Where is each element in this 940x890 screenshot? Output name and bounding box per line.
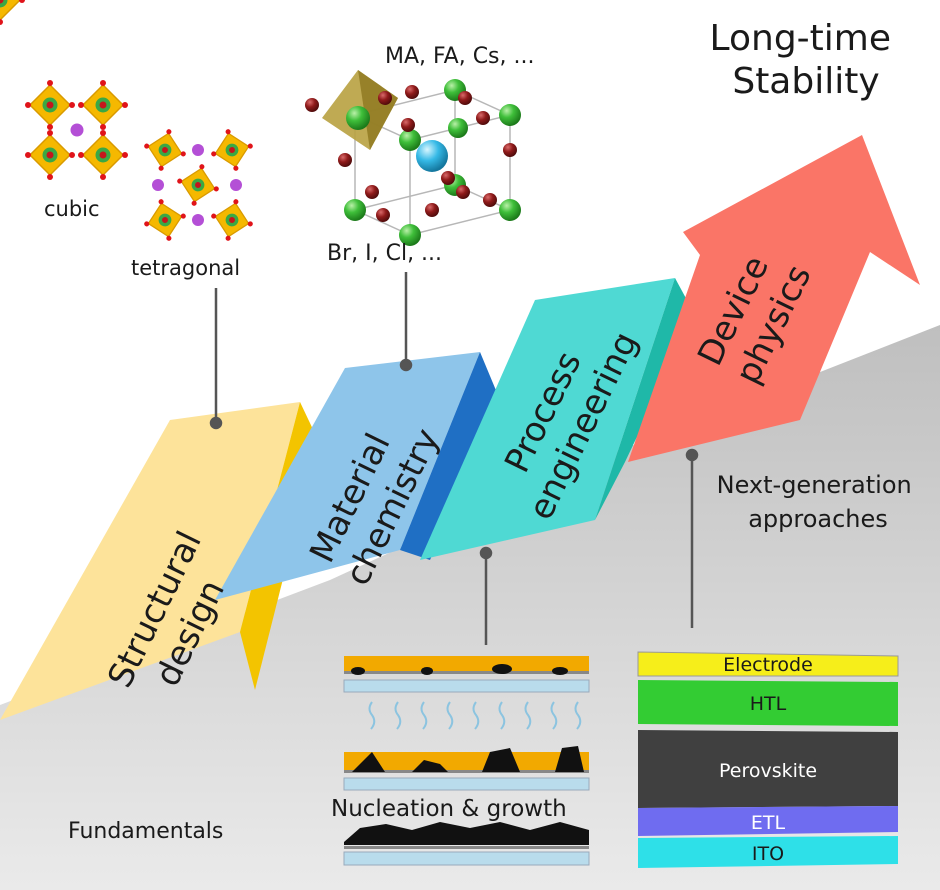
tetragonal-label: tetragonal — [131, 256, 240, 280]
step-device-physics-arrow — [628, 135, 920, 462]
a-site-label: MA, FA, Cs, ... — [385, 44, 534, 69]
cubic-structure-icon — [0, 0, 129, 181]
layer-electrode: Electrode — [723, 654, 813, 676]
x-site-label: Br, I, Cl, ... — [327, 241, 442, 266]
device-stack — [637, 651, 899, 868]
layer-htl: HTL — [750, 693, 787, 715]
step-material-chemistry — [215, 352, 500, 600]
layer-perovskite: Perovskite — [719, 760, 817, 782]
nucleation-growth-icon — [343, 656, 590, 866]
layer-etl: ETL — [751, 812, 786, 834]
cubic-label: cubic — [44, 197, 100, 221]
nucleation-label: Nucleation & growth — [331, 796, 567, 822]
fundamentals-label: Fundamentals — [68, 819, 223, 844]
tetragonal-structure-icon — [139, 124, 258, 246]
goal-title: Long-time Stability — [710, 18, 903, 102]
connector-lines — [209, 272, 699, 645]
step-process-engineering — [420, 278, 695, 560]
layer-ito: ITO — [752, 843, 784, 865]
next-generation-label: Next-generation approaches — [717, 471, 920, 533]
perovskite-unit-cell-icon — [305, 70, 521, 246]
